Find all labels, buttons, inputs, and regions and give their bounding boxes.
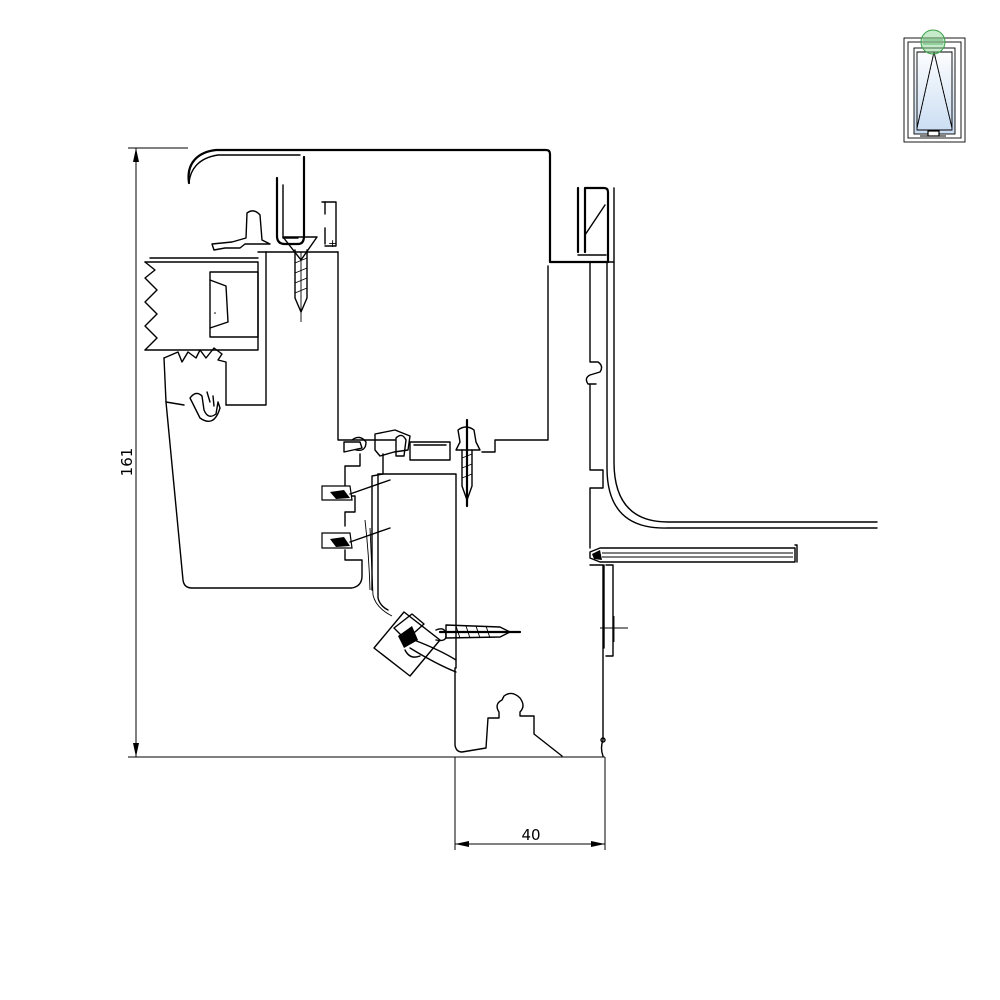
clip-upper <box>321 479 391 501</box>
dimension-vertical: 161 <box>118 147 605 758</box>
clip-lower <box>321 527 391 549</box>
svg-text:+: + <box>328 237 337 250</box>
height-dimension-label: 161 <box>118 448 136 477</box>
screw-top <box>282 236 318 322</box>
lintel-block <box>144 257 259 351</box>
width-dimension-label: 40 <box>521 826 540 844</box>
window-casement-icon <box>903 29 966 143</box>
sash-profile: + <box>211 155 396 441</box>
hinge-block <box>373 611 457 677</box>
screw-middle <box>455 418 481 508</box>
screw-bottom <box>438 624 522 639</box>
sill-board <box>589 544 798 563</box>
hinge-marker-icon <box>920 29 946 55</box>
glazing-seal <box>163 347 227 422</box>
dimension-horizontal: 40 <box>454 757 606 850</box>
bottom-frame <box>454 667 606 757</box>
hardware-cluster <box>343 429 457 669</box>
top-flashing <box>187 148 610 264</box>
frame-profile <box>481 187 878 757</box>
